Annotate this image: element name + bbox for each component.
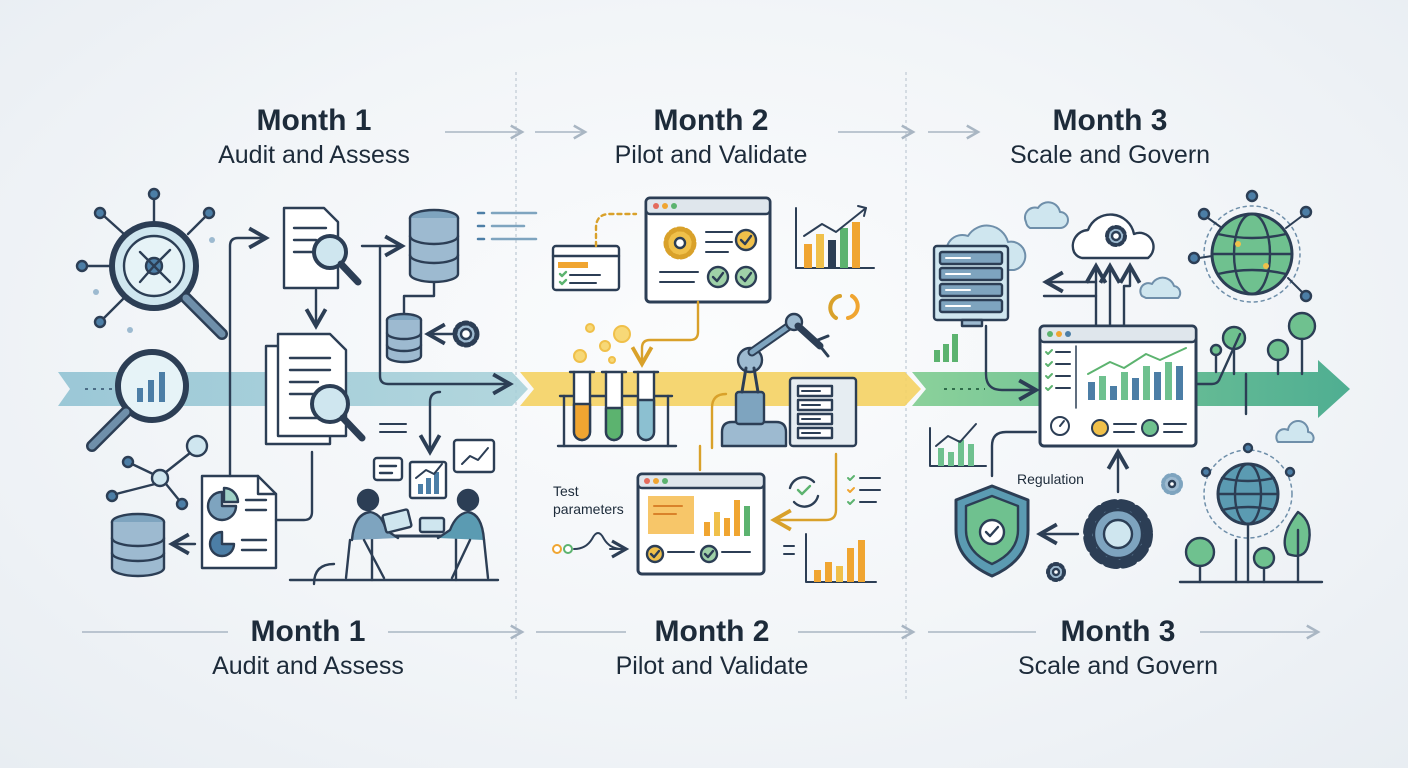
chat-chart-icon: [452, 438, 496, 474]
phase-3-artwork: [929, 189, 1324, 584]
phase-1-footer: Month 1 Audit and Assess: [158, 614, 458, 682]
gear-small-icon: [1046, 562, 1066, 582]
phase-1-header: Month 1 Audit and Assess: [164, 103, 464, 171]
cloud-small-icon: [1139, 276, 1182, 299]
phase-3-header: Month 3 Scale and Govern: [960, 103, 1260, 171]
checklist-icon: [847, 475, 881, 505]
refresh-check-icon: [788, 476, 820, 508]
cloud-gear-icon: [1071, 213, 1155, 260]
gear-icon: [452, 320, 480, 348]
network-nodes-icon: [105, 434, 209, 511]
document-magnifier-icon: [282, 206, 362, 290]
cycle-icon: [828, 294, 860, 320]
bar-chart-small-icon: [783, 533, 877, 583]
phase-1-artwork: [75, 187, 538, 586]
trees-icon: [1178, 510, 1324, 584]
test-tubes-icon: [556, 370, 678, 448]
chat-bubble-icon: [372, 456, 404, 482]
globe-icon: [1200, 442, 1296, 584]
gear-icon: [1083, 499, 1153, 569]
database-small-icon: [385, 312, 423, 364]
trees-icon: [1209, 311, 1317, 376]
phase-3-month: Month 3: [1060, 615, 1176, 648]
globe-network-icon: [1187, 189, 1313, 303]
documents-stack-icon: [264, 332, 366, 446]
phase-1-month: Month 1: [250, 615, 366, 648]
magnifier-network-icon: [75, 187, 228, 340]
analytics-dashboard-icon: [1038, 324, 1198, 448]
phase-2-artwork: [551, 196, 881, 583]
phase-1-month: Month 1: [256, 104, 372, 137]
test-parameters-label: Test parameters: [553, 483, 624, 517]
shield-check-icon: [954, 484, 1030, 578]
robot-arm-icon: [720, 312, 830, 448]
phase-2-subtitle: Pilot and Validate: [614, 141, 808, 169]
cloud-server-icon: [932, 224, 1027, 328]
phase-3-month: Month 3: [1052, 104, 1168, 137]
bubbles-icon: [573, 323, 631, 364]
line-chart-icon: [929, 423, 987, 467]
text-lines-icon: [379, 423, 407, 433]
server-rack-icon: [788, 376, 858, 448]
magnifier-chart-icon: [86, 349, 189, 452]
checklist-window-icon: [551, 244, 621, 292]
list-lines-icon: [476, 211, 538, 241]
phase-2-header: Month 2 Pilot and Validate: [561, 103, 861, 171]
phase-3-subtitle: Scale and Govern: [1017, 652, 1219, 680]
phase-3-footer: Month 3 Scale and Govern: [968, 614, 1268, 682]
team-meeting-icon: [344, 488, 490, 582]
cloud-icon: [1023, 201, 1069, 229]
cloud-small-icon: [1275, 420, 1315, 443]
phase-3-subtitle: Scale and Govern: [1009, 141, 1211, 169]
database-icon: [110, 512, 166, 578]
bar-chart-icon: [795, 205, 875, 269]
gear-small-icon: [1161, 473, 1183, 495]
chart-board-icon: [408, 460, 448, 500]
phase-1-subtitle: Audit and Assess: [218, 141, 410, 169]
phase-2-month: Month 2: [653, 104, 769, 137]
parameter-curve-icon: [552, 532, 630, 559]
regulation-label: Regulation: [1017, 471, 1084, 487]
document-pie-icon: [200, 474, 278, 570]
report-window-icon: [636, 472, 766, 576]
phase-2-month: Month 2: [654, 615, 770, 648]
phase-2-footer: Month 2 Pilot and Validate: [562, 614, 862, 682]
bar-chart-small-icon: [934, 334, 958, 362]
phase-1-subtitle: Audit and Assess: [212, 652, 404, 680]
phase-2-subtitle: Pilot and Validate: [615, 652, 809, 680]
dashboard-window-icon: [644, 196, 772, 304]
database-icon: [408, 208, 460, 284]
